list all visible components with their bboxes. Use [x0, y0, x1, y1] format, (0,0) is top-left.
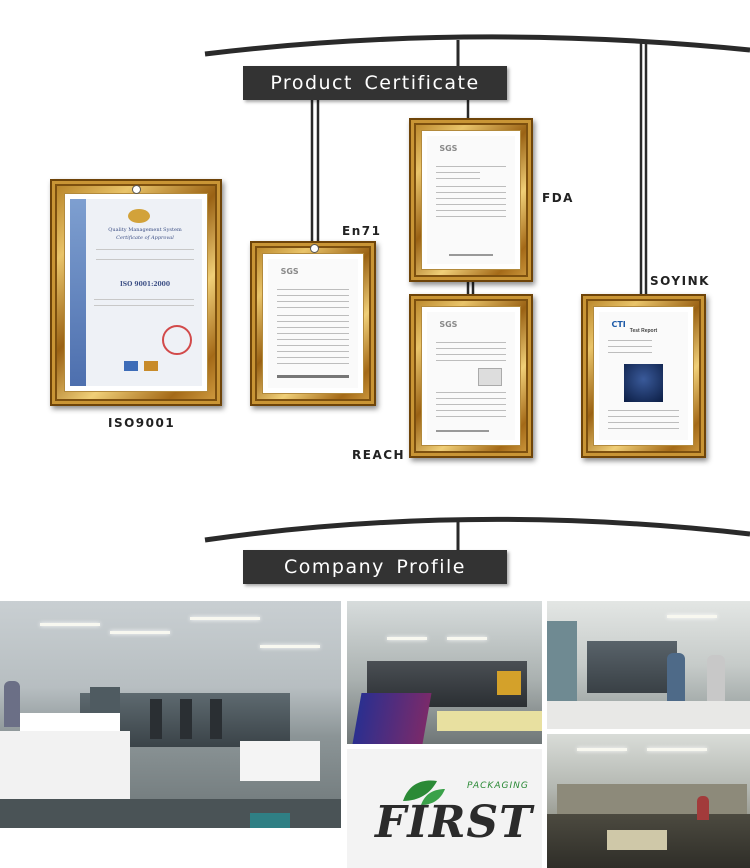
production-workers-photo [547, 601, 750, 729]
sgs-logo: SGS [280, 266, 299, 276]
sgs-logo: SGS [439, 319, 458, 329]
soyink-label: SOYINK [650, 274, 710, 288]
fda-label: FDA [542, 191, 574, 205]
iso9001-label: ISO9001 [108, 416, 176, 430]
soyink-heading: Test Report [629, 328, 658, 334]
iso-standard: ISO 9001:2000 [119, 281, 171, 288]
product-certificate-banner: Product Certificate [243, 66, 507, 100]
assembly-hall-photo [547, 734, 750, 868]
fda-certificate-frame: SGS [409, 118, 533, 282]
en71-certificate-frame: SGS [250, 241, 376, 406]
cti-logo: CTI [611, 319, 626, 329]
soyink-certificate-frame: CTI Test Report [581, 294, 706, 458]
reach-certificate-frame: SGS [409, 294, 533, 458]
sgs-logo: SGS [439, 143, 458, 153]
iso-heading: Quality Management System [108, 227, 182, 233]
company-profile-banner: Company Profile [243, 550, 507, 584]
iso9001-certificate-frame: Quality Management System Certificate of… [50, 179, 222, 406]
logo-wordmark: FIRST [375, 797, 533, 848]
leaf-icon [403, 780, 445, 805]
bottom-hanger-arc [204, 516, 750, 550]
print-shop-photo [0, 601, 341, 828]
top-hanger-arc [204, 34, 750, 300]
first-packaging-logo: PACKAGING FIRST [347, 749, 542, 868]
logo-tagline: PACKAGING [467, 781, 529, 791]
laminating-machine-photo [347, 601, 542, 744]
en71-label: En71 [342, 224, 382, 238]
iso-subheading: Certificate of Approval [116, 235, 174, 241]
reach-label: REACH [352, 448, 406, 462]
